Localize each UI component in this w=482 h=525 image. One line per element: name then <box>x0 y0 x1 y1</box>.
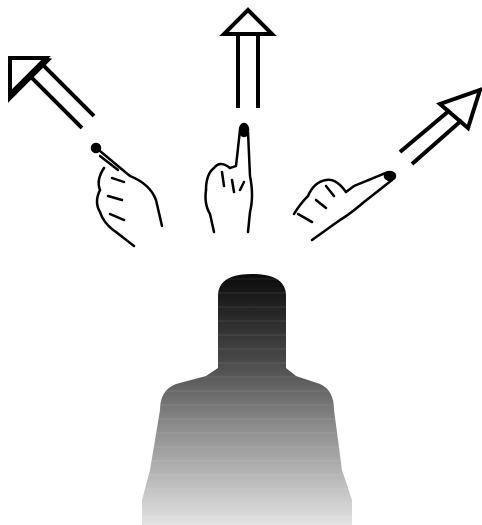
pointing-hand-left-icon <box>92 144 162 246</box>
pointing-hand-up-icon <box>206 124 253 232</box>
arrow-up-right-icon <box>400 90 480 164</box>
arrow-up-icon <box>224 10 272 108</box>
person-silhouette <box>142 274 352 525</box>
pointing-hand-right-icon <box>294 172 395 240</box>
arrow-up-left-icon <box>10 58 94 128</box>
